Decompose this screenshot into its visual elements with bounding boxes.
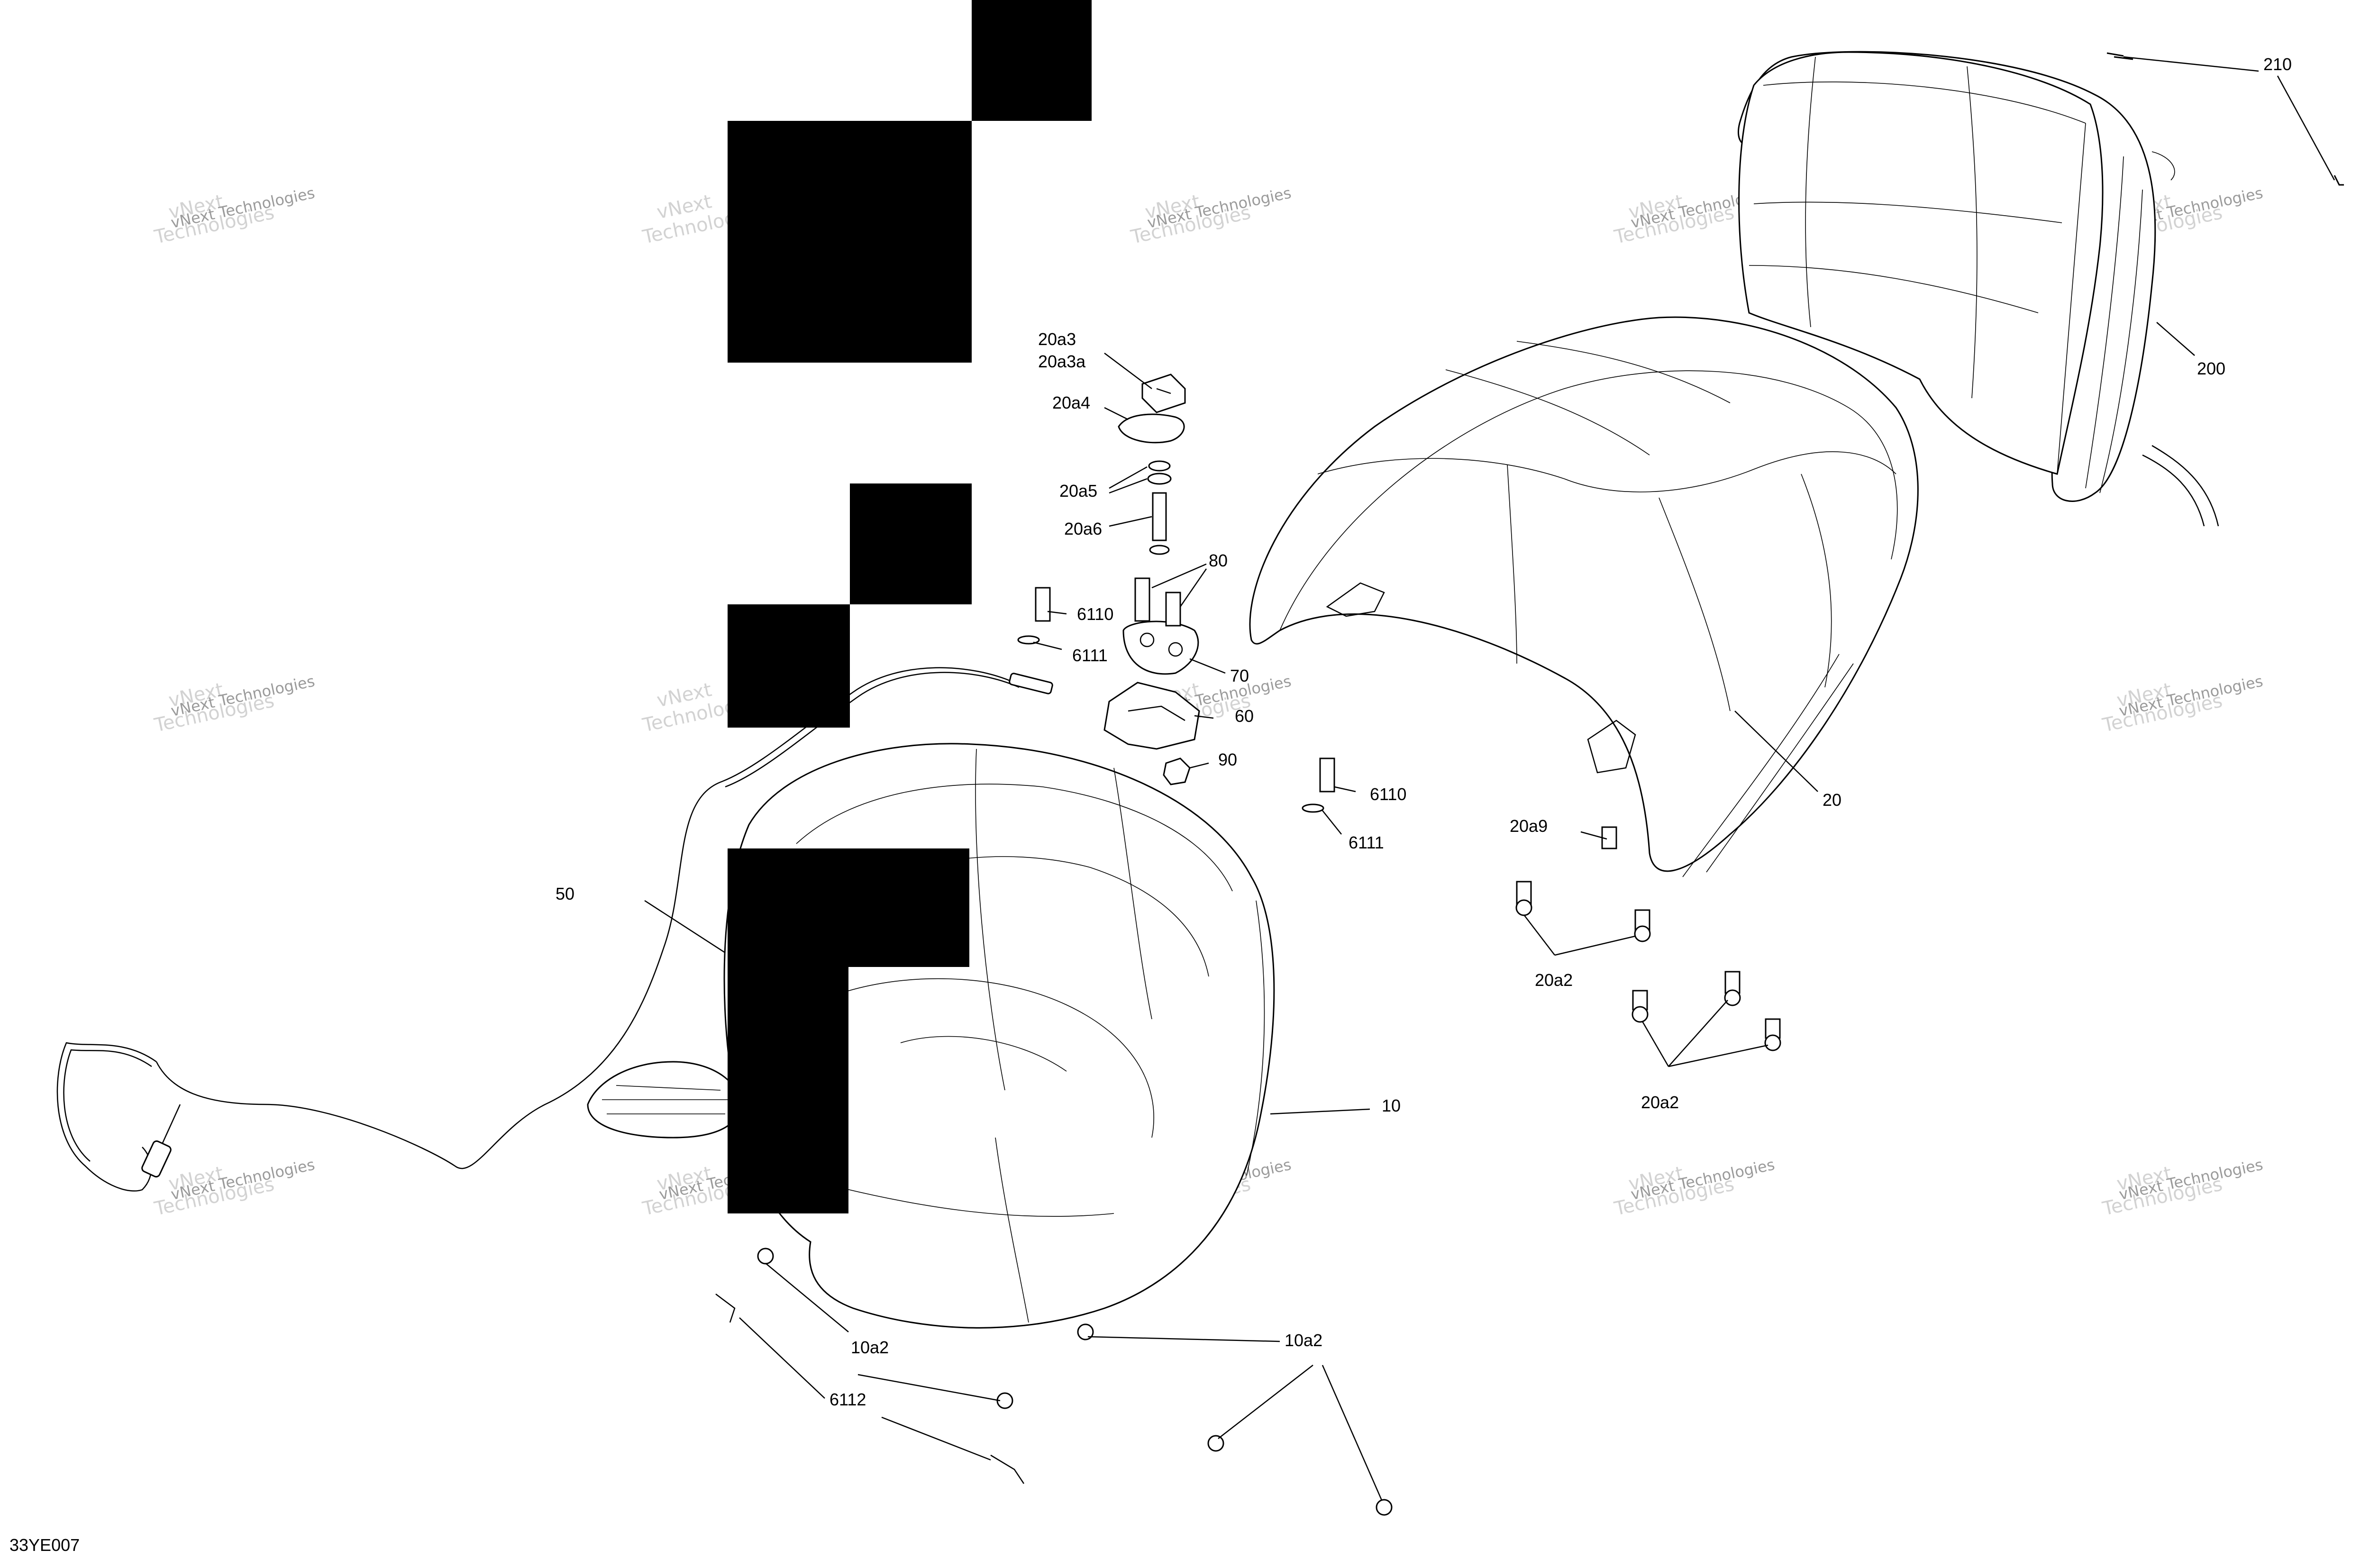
- callout-20a3a: 20a3a: [1038, 352, 1086, 371]
- callout-20a4: 20a4: [1052, 393, 1090, 412]
- callout-70: 70: [1230, 666, 1249, 685]
- redaction-blocks: [728, 0, 1092, 1213]
- diagram-code: 33YE007: [9, 1535, 80, 1555]
- callout-210: 210: [2263, 55, 2292, 74]
- callout-labels: 210 200 20 20a3 20a3a 20a4 20a5 20a6 80 …: [9, 55, 2292, 1555]
- callout-10: 10: [1382, 1096, 1401, 1115]
- leader-lines: [644, 56, 2335, 1501]
- callout-10a2: 10a2: [1285, 1331, 1322, 1350]
- backrest-200: [1737, 51, 2219, 527]
- callout-20a6: 20a6: [1064, 519, 1102, 538]
- callout-6110: 6110: [1077, 604, 1113, 624]
- redaction-block: [728, 848, 969, 967]
- callout-20a9: 20a9: [1510, 816, 1548, 836]
- watermark: vNext Technologies vNext Technologies: [152, 1156, 317, 1220]
- front-seat-10: [587, 743, 1275, 1329]
- callout-20a3: 20a3: [1038, 329, 1076, 349]
- callout-20: 20: [1823, 790, 1841, 810]
- redaction-block: [972, 0, 1092, 121]
- callout-200: 200: [2197, 359, 2225, 378]
- watermark: vNext Technologies vNext Technologies: [152, 184, 317, 248]
- callout-6111: 6111: [1072, 646, 1108, 665]
- callout-20a2: 20a2: [1641, 1093, 1679, 1112]
- callout-10a2: 10a2: [851, 1338, 889, 1357]
- watermark: vNext Technologies vNext Technologies: [1612, 1156, 1777, 1220]
- redaction-block: [850, 483, 972, 604]
- callout-6111: 6111: [1349, 833, 1384, 852]
- callout-20a2: 20a2: [1535, 970, 1573, 990]
- watermark: vNext Technologies vNext Technologies: [2100, 1156, 2265, 1220]
- callout-20a5: 20a5: [1059, 481, 1097, 501]
- watermark: vNext Technologies vNext Technologies: [1129, 184, 1293, 248]
- redaction-block: [728, 604, 850, 728]
- callout-50: 50: [556, 884, 574, 903]
- watermark: vNext Technologies vNext Technologies: [152, 672, 317, 737]
- callout-60: 60: [1235, 706, 1254, 726]
- redaction-block: [728, 967, 848, 1213]
- latch-hardware: [715, 52, 2344, 1516]
- callout-6110: 6110: [1370, 784, 1406, 804]
- callout-90: 90: [1218, 750, 1237, 769]
- release-cable-50: [56, 667, 1053, 1192]
- watermark: vNext Technologies vNext Technologies: [2100, 672, 2265, 737]
- callout-6112: 6112: [830, 1390, 866, 1409]
- callout-80: 80: [1209, 551, 1228, 570]
- rear-seat-20: [1249, 316, 1919, 877]
- redaction-block: [728, 121, 972, 363]
